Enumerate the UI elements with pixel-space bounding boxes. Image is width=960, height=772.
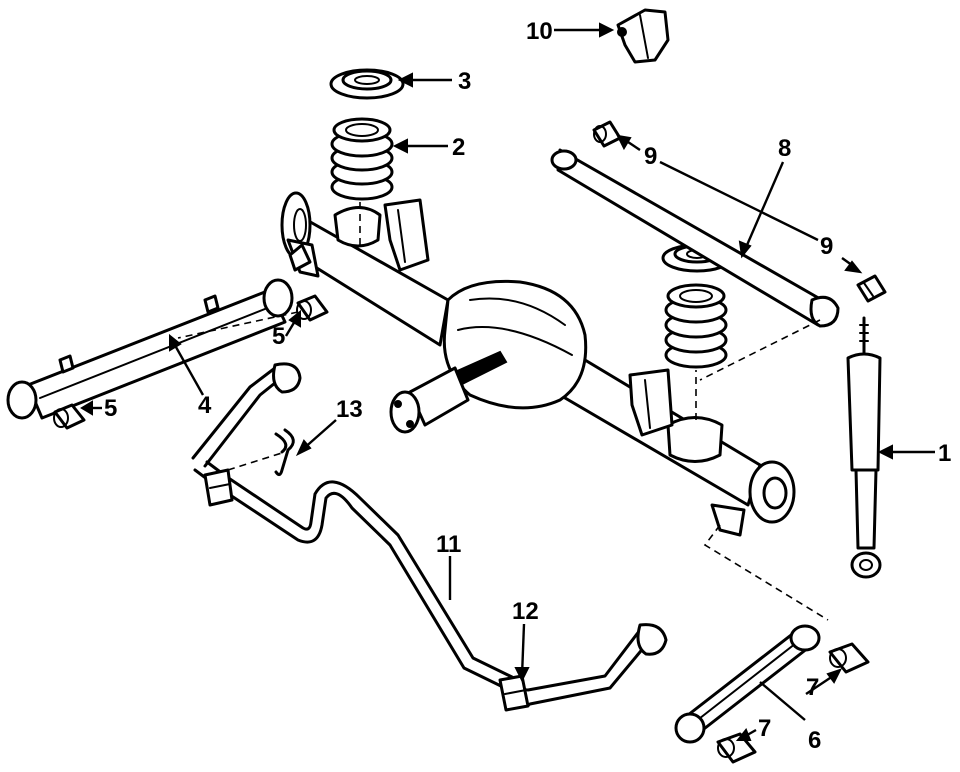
- callout-5-right: 5: [272, 323, 285, 350]
- callout-7-right: 7: [806, 674, 819, 701]
- callout-10: 10: [526, 18, 553, 45]
- spring-insulator-left: [329, 68, 405, 100]
- callout-3: 3: [458, 68, 471, 95]
- lateral-rod: [550, 148, 840, 328]
- stabilizer-bushing: [498, 674, 530, 712]
- bushing-clamp: [274, 428, 295, 477]
- callout-2: 2: [452, 134, 465, 161]
- callout-9-right: 9: [820, 233, 833, 260]
- callout-8: 8: [778, 135, 791, 162]
- callout-5-left: 5: [104, 395, 117, 422]
- upper-control-arm: [674, 624, 821, 744]
- shock-absorber: [846, 316, 882, 579]
- lateral-rod-bushing-right: [856, 274, 887, 303]
- callout-11: 11: [436, 531, 461, 558]
- coil-spring-right: [664, 283, 728, 369]
- coil-spring-left: [330, 117, 394, 201]
- callout-12: 12: [512, 598, 539, 625]
- assembly-line: [699, 319, 821, 381]
- callout-7-left: 7: [758, 715, 771, 742]
- callout-1: 1: [938, 440, 951, 467]
- assembly-line: [703, 524, 829, 621]
- callout-6: 6: [808, 727, 821, 754]
- axle-housing: [280, 191, 796, 537]
- lower-arm-bushing-left: [53, 403, 86, 430]
- lateral-rod-bushing-top: [592, 120, 622, 148]
- leader-lines: [80, 22, 935, 741]
- bracket: [616, 8, 670, 64]
- assembly-line: [227, 451, 286, 471]
- callout-13: 13: [336, 396, 363, 423]
- lower-arm-bushing-right: [296, 294, 329, 322]
- lower-control-arm: [6, 278, 294, 420]
- stabilizer-bushing-left: [203, 468, 234, 507]
- callout-9-top: 9: [644, 143, 657, 170]
- callout-4: 4: [198, 392, 212, 419]
- assembly-line: [177, 311, 299, 339]
- upper-arm-bushing-right: [828, 642, 870, 674]
